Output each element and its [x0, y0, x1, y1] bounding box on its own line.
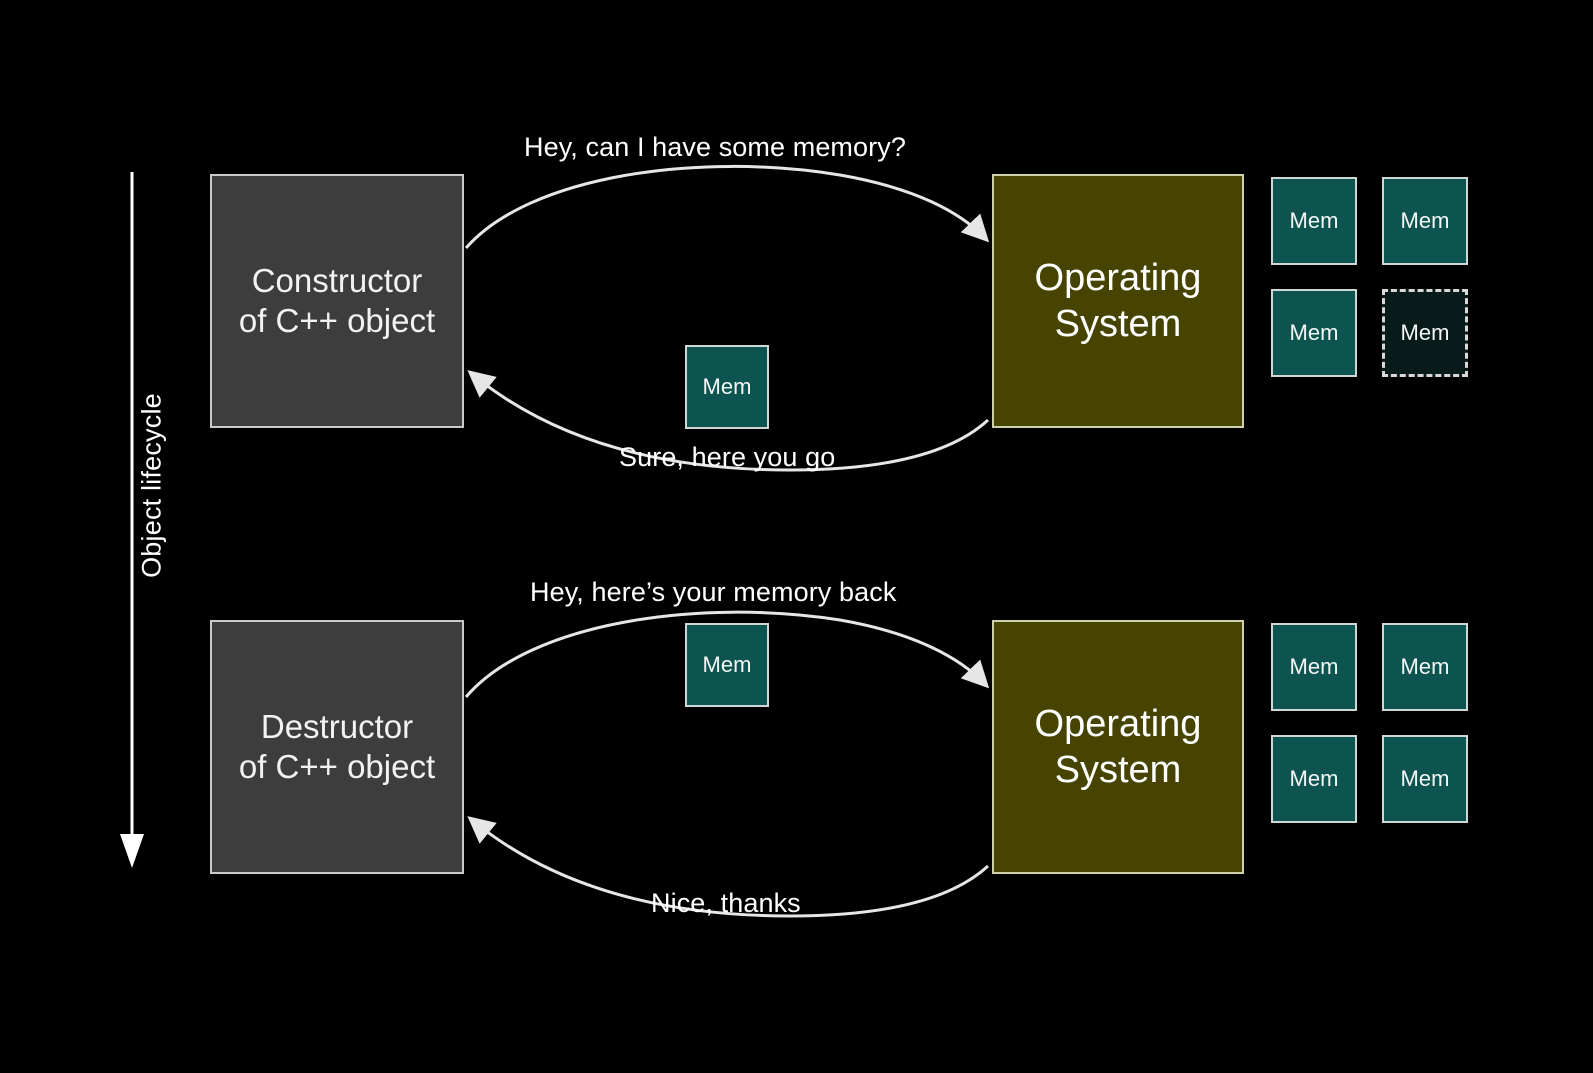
label-response-bottom: Nice, thanks [651, 888, 801, 918]
os-top-line-2: System [1054, 303, 1182, 345]
mem-pool-chip-top-1[interactable]: Mem [1271, 177, 1357, 265]
object-lifecycle-axis: Object lifecycle [112, 170, 167, 870]
mem-chip-label: Mem [702, 652, 752, 677]
label-request-top: Hey, can I have some memory? [524, 132, 906, 162]
mem-pool-chip-bottom-4[interactable]: Mem [1382, 735, 1468, 823]
destructor-line-1: Destructor [260, 707, 414, 745]
os-bottom-line-2: System [1054, 749, 1182, 791]
mem-chip-label: Mem [1400, 766, 1450, 791]
mem-pool-chip-bottom-2[interactable]: Mem [1382, 623, 1468, 711]
operating-system-label-top: Operating System [1029, 255, 1208, 348]
mem-pool-chip-top-4-given-away[interactable]: Mem [1382, 289, 1468, 377]
mem-chip-label: Mem [1400, 320, 1450, 345]
os-top-line-1: Operating [1034, 256, 1202, 299]
destructor-box-label: Destructor of C++ object [233, 707, 441, 788]
constructor-box-label: Constructor of C++ object [233, 261, 441, 342]
mem-pool-chip-top-3[interactable]: Mem [1271, 289, 1357, 377]
label-request-bottom: Hey, here’s your memory back [530, 577, 897, 607]
arrow-request-top [464, 164, 990, 249]
mem-chip-label: Mem [1289, 766, 1339, 791]
constructor-line-2: of C++ object [238, 302, 436, 339]
destructor-box[interactable]: Destructor of C++ object [210, 620, 464, 874]
mem-chip-label: Mem [1400, 208, 1450, 233]
constructor-line-1: Constructor [251, 261, 423, 299]
label-response-top: Sure, here you go [619, 442, 836, 472]
object-lifecycle-label: Object lifecycle [136, 393, 167, 578]
mem-chip-in-transit-bottom[interactable]: Mem [685, 623, 769, 707]
mem-pool-chip-bottom-3[interactable]: Mem [1271, 735, 1357, 823]
operating-system-box-top[interactable]: Operating System [992, 174, 1244, 428]
mem-chip-label: Mem [1400, 654, 1450, 679]
lifecycle-arrow-icon [120, 172, 144, 868]
operating-system-label-bottom: Operating System [1029, 701, 1208, 794]
destructor-line-2: of C++ object [238, 748, 436, 785]
mem-chip-label: Mem [1289, 208, 1339, 233]
mem-chip-label: Mem [1289, 654, 1339, 679]
os-bottom-line-1: Operating [1034, 702, 1202, 745]
mem-pool-chip-top-2[interactable]: Mem [1382, 177, 1468, 265]
mem-chip-label: Mem [702, 374, 752, 399]
mem-chip-in-transit-top[interactable]: Mem [685, 345, 769, 429]
constructor-box[interactable]: Constructor of C++ object [210, 174, 464, 428]
mem-pool-chip-bottom-1[interactable]: Mem [1271, 623, 1357, 711]
mem-chip-label: Mem [1289, 320, 1339, 345]
operating-system-box-bottom[interactable]: Operating System [992, 620, 1244, 874]
